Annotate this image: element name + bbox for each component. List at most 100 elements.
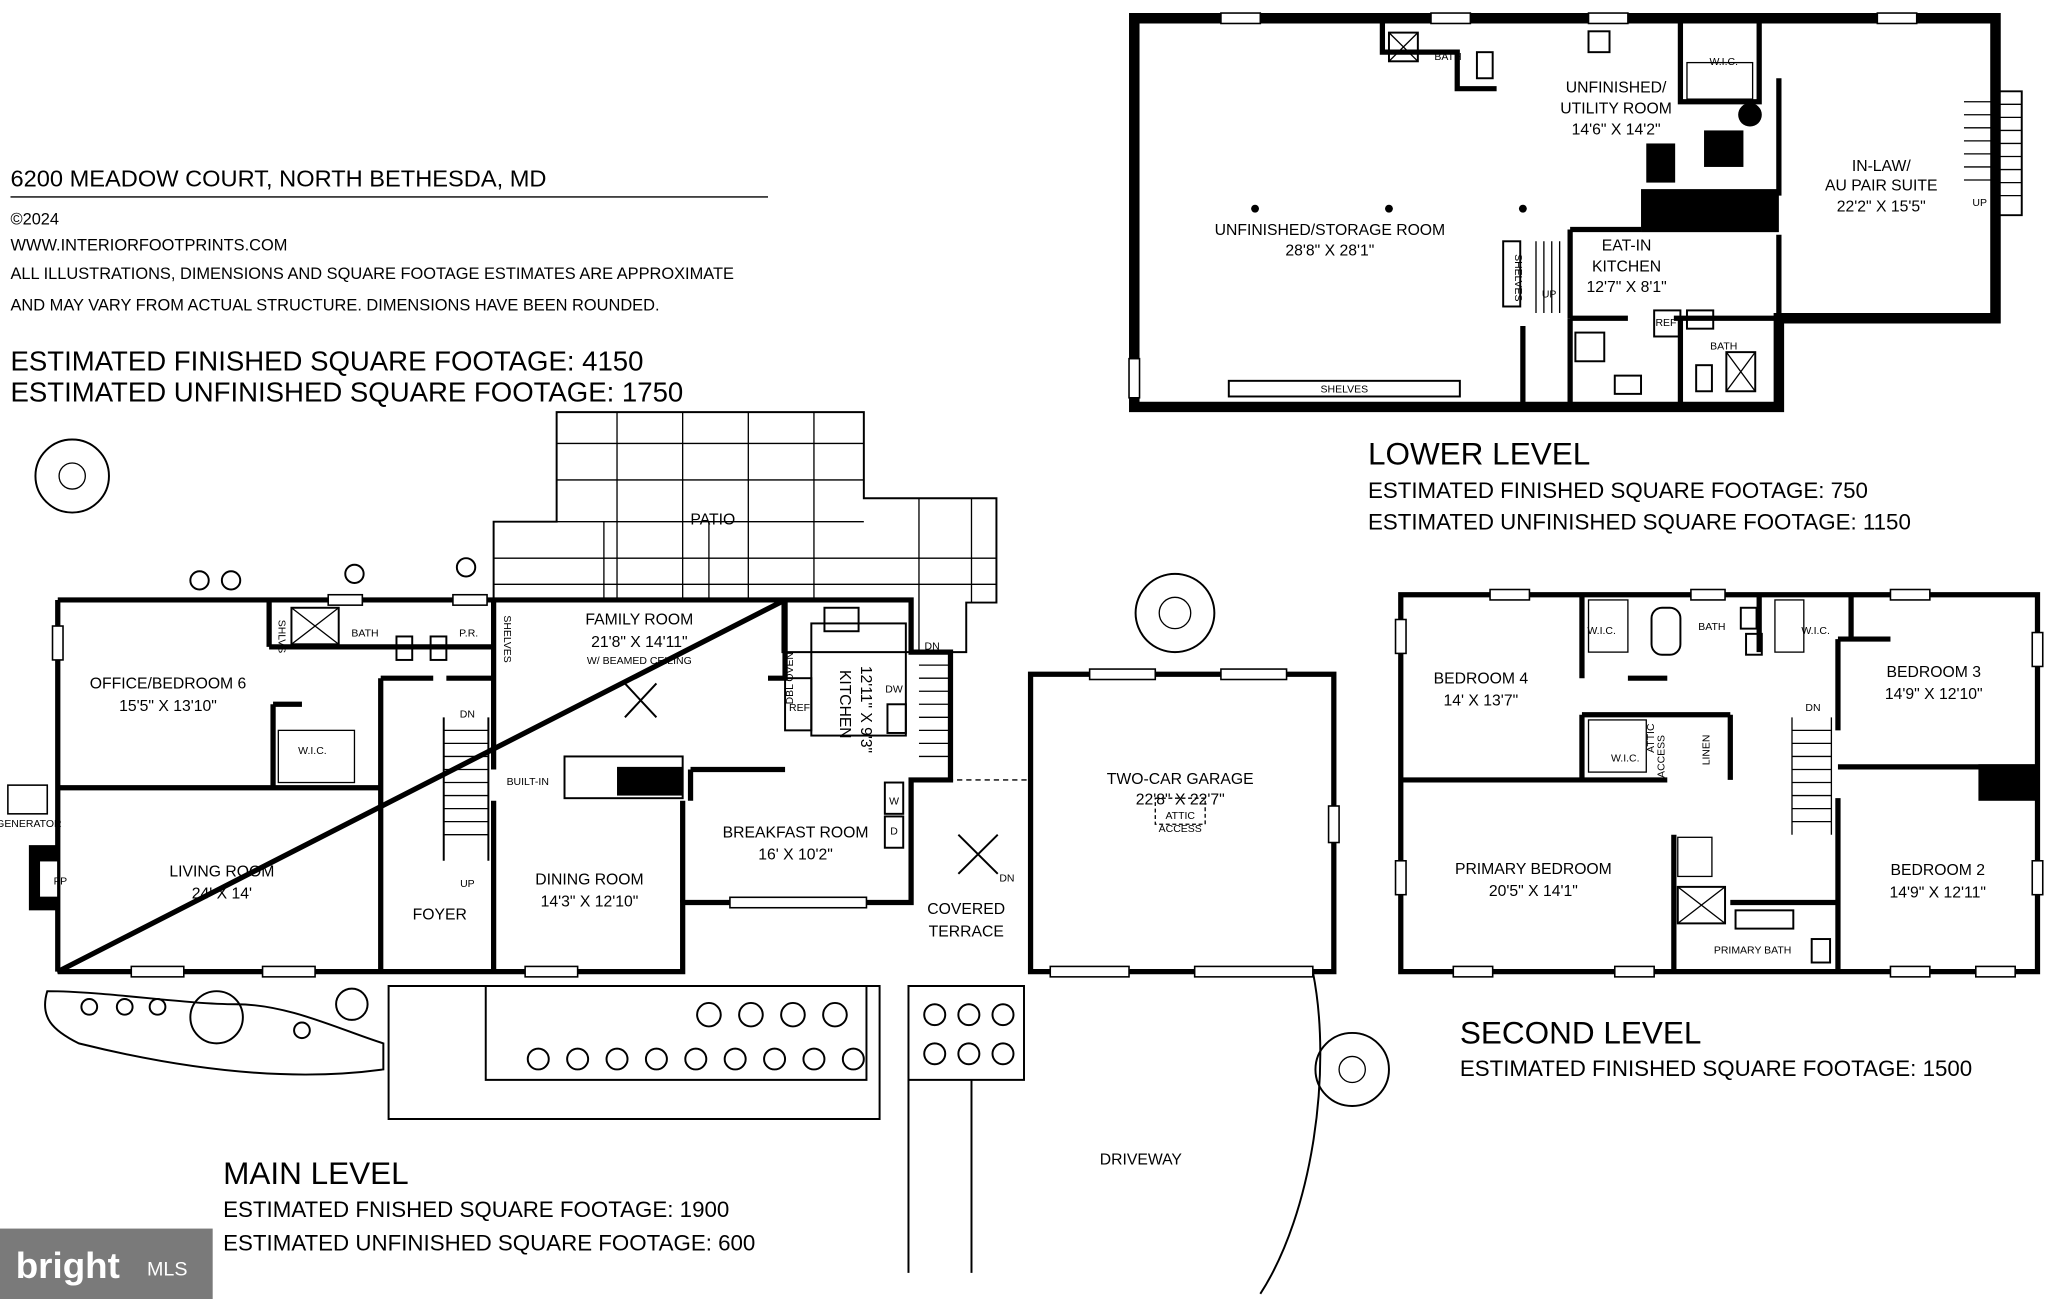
window-icon: [524, 965, 579, 978]
mls-watermark: bright MLS: [0, 1228, 213, 1299]
family-room-note: W/ BEAMED CEILING: [587, 656, 692, 667]
main-shower-icon: [290, 606, 340, 646]
exterior-stair-treads: [1963, 101, 1996, 181]
garage-attic-label-1: ATTIC: [1165, 811, 1195, 822]
dining-room-dim: 14'3" X 12'10": [541, 893, 639, 910]
kitchen-name: KITCHEN: [836, 670, 853, 739]
window-icon: [1049, 965, 1130, 978]
driveway-label: DRIVEWAY: [1100, 1152, 1183, 1169]
window-icon: [1452, 965, 1494, 978]
window-icon: [1394, 618, 1407, 655]
second-bath-label: BATH: [1698, 622, 1725, 633]
disclaimer-line-1: ALL ILLUSTRATIONS, DIMENSIONS AND SQUARE…: [11, 265, 735, 283]
shrub-icon: [335, 987, 369, 1021]
furnace-icon: [1704, 130, 1744, 167]
inlaw-name-1: IN-LAW/: [1852, 158, 1912, 175]
watermark-suffix: MLS: [147, 1259, 187, 1281]
sink-icon: [1613, 374, 1643, 395]
main-level-unfinished: ESTIMATED UNFINISHED SQUARE FOOTAGE: 600: [223, 1231, 755, 1256]
storage-room-dim: 28'8" X 28'1": [1285, 243, 1374, 260]
toilet-icon: [1475, 51, 1494, 80]
primary-bedroom-dim: 20'5" X 14'1": [1489, 883, 1578, 900]
window-icon: [1876, 12, 1918, 25]
second-wic-left-label: W.I.C.: [1587, 626, 1616, 637]
foyer-stair-dn-label: DN: [460, 709, 475, 720]
bedroom3-dim: 14'9" X 12'10": [1885, 686, 1983, 703]
patio-area: [492, 411, 998, 654]
living-room-dim: 24' X 14': [192, 886, 252, 903]
website-text: WWW.INTERIORFOOTPRINTS.COM: [11, 236, 288, 254]
terrace-name-1: COVERED: [927, 901, 1005, 918]
lower-bath-bottom-label: BATH: [1710, 342, 1737, 353]
generator-icon: [7, 784, 49, 815]
shower-icon: [1725, 351, 1757, 393]
patio-label: PATIO: [690, 511, 735, 528]
lower-kitchen-wall: [1567, 226, 1779, 321]
office-wic-rack: [277, 729, 356, 784]
kitchen-ref-label: REF: [789, 703, 810, 714]
lower-wic-wall: [1677, 18, 1762, 105]
family-room-dim: 21'8" X 14'11": [591, 634, 688, 651]
utility-room-dim: 14'6" X 14'2": [1572, 121, 1661, 138]
second-level-finished: ESTIMATED FINISHED SQUARE FOOTAGE: 1500: [1460, 1056, 1972, 1081]
sink-icon: [1685, 309, 1715, 330]
storage-room-name: UNFINISHED/STORAGE ROOM: [1215, 222, 1446, 239]
window-icon: [1889, 965, 1931, 978]
terrace-name-2: TERRACE: [929, 923, 1004, 940]
second-attic-label-2: ACCESS: [1657, 735, 1668, 778]
toilet-icon: [395, 635, 414, 661]
office-living-divider: [55, 599, 381, 972]
copyright-text: ©2024: [11, 210, 60, 228]
primary-bath-label: PRIMARY BATH: [1714, 945, 1792, 956]
shower-x-icon: [1677, 886, 1726, 924]
window-icon: [1975, 965, 2016, 978]
main-bath-label: BATH: [351, 628, 378, 639]
ceiling-fan-icon: [624, 682, 658, 718]
second-wic-center-label: W.I.C.: [1611, 754, 1640, 765]
second-chase: [1978, 764, 2038, 801]
kitchen-stair-treads: [918, 664, 951, 758]
bedroom4-dim: 14' X 13'7": [1444, 693, 1519, 710]
second-level-plan: BEDROOM 4 14' X 13'7" BEDROOM 3 14'9" X …: [1394, 588, 2044, 1081]
second-stair-treads: [1791, 717, 1833, 835]
cooktop-icon: [823, 606, 860, 633]
window-icon: [51, 625, 64, 661]
shrub-icon: [1134, 572, 1216, 654]
patio-outline: [492, 411, 998, 654]
lower-kitchen-dim: 12'7" X 8'1": [1586, 279, 1666, 296]
lower-shelves-side-label: SHELVES: [1512, 254, 1523, 301]
toilet-icon: [1739, 606, 1758, 630]
primary-shower-icon: [1676, 885, 1727, 925]
front-walk-outline: [387, 985, 881, 1120]
shower-x-icon: [1388, 32, 1419, 62]
shrub-icon: [189, 557, 477, 591]
shower-x-icon: [291, 607, 340, 645]
window-icon: [1430, 12, 1472, 25]
lower-bath-top-label: BATH: [1434, 52, 1461, 63]
main-interior-walls: [266, 599, 786, 972]
shelf-unit: [1502, 240, 1522, 308]
wic-left-rack: [1587, 599, 1629, 653]
dw-label: DW: [885, 685, 903, 696]
lower-stair-up-label: UP: [1542, 289, 1557, 300]
column-icon: [1385, 204, 1393, 213]
column-icon: [1518, 204, 1527, 213]
window-icon: [2031, 860, 2044, 896]
exterior-stair-steps: [1995, 103, 2022, 197]
window-icon: [1327, 805, 1340, 844]
second-stair-dn-label: DN: [1805, 703, 1820, 714]
bedroom2-dim: 14'9" X 12'11": [1889, 884, 1986, 901]
terrace-dn-label: DN: [999, 874, 1014, 885]
garage-attic-hatch: [1154, 797, 1206, 825]
office-wic-label: W.I.C.: [298, 746, 327, 757]
garage-name: TWO-CAR GARAGE: [1107, 771, 1254, 788]
window-icon: [1889, 588, 1931, 601]
shlvs-label: SHLVS: [275, 620, 286, 653]
inlaw-dim: 22'2" X 15'5": [1837, 198, 1926, 215]
garage-attic-label-2: ACCESS: [1159, 824, 1202, 835]
bedroom3-name: BEDROOM 3: [1887, 664, 1982, 681]
toilet-icon: [429, 635, 448, 661]
driveway-curve: [1259, 971, 1322, 1295]
shelves-bottom-unit: [1227, 379, 1461, 398]
main-level-title: MAIN LEVEL: [223, 1156, 409, 1191]
